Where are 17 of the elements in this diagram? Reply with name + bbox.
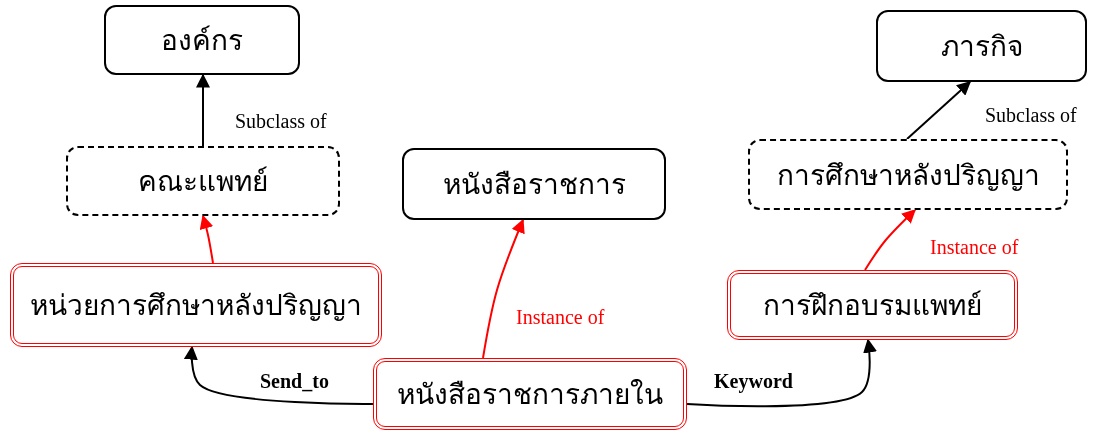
concept-box: การฝึกอบรมแพทย์ bbox=[727, 270, 1018, 340]
arrow bbox=[196, 73, 210, 147]
arrow bbox=[482, 218, 525, 359]
arrow bbox=[199, 214, 214, 264]
concept-box: หนังสือราชการ bbox=[402, 148, 666, 220]
concept-box: การศึกษาหลังปริญญา bbox=[748, 139, 1068, 210]
arrow bbox=[184, 345, 374, 405]
edge-label: Keyword bbox=[712, 370, 795, 392]
concept-box: หน่วยการศึกษาหลังปริญญา bbox=[10, 263, 382, 347]
edge-label: Send_to bbox=[258, 370, 331, 392]
arrow bbox=[686, 338, 877, 408]
arrow bbox=[864, 209, 916, 271]
concept-box: ภารกิจ bbox=[876, 10, 1087, 82]
concept-box: องค์กร bbox=[104, 5, 300, 75]
arrow bbox=[906, 81, 972, 140]
concept-box: คณะแพทย์ bbox=[66, 146, 340, 216]
concept-box: หนังสือราชการภายใน bbox=[373, 358, 687, 430]
